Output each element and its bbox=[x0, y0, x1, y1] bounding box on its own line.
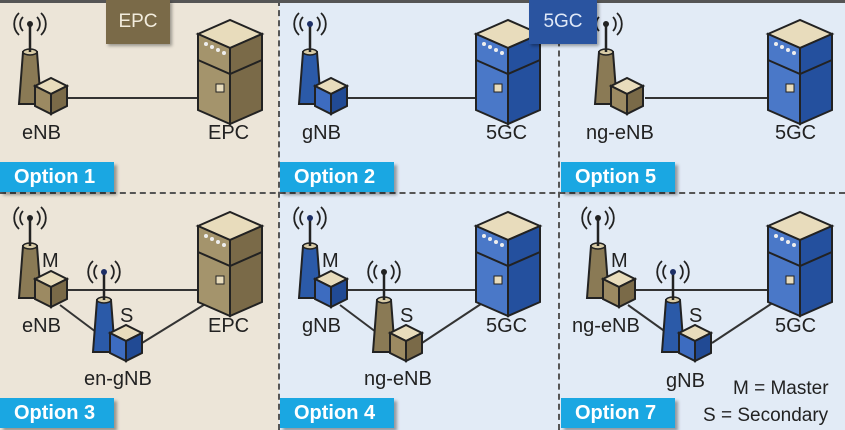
option-7-badge: Option 7 bbox=[561, 398, 675, 428]
epc-server-icon bbox=[197, 19, 263, 125]
node-label: 5GC bbox=[775, 122, 817, 144]
enb-box-icon bbox=[34, 77, 68, 115]
gnb-box-icon bbox=[314, 77, 348, 115]
epc-server-icon bbox=[197, 211, 263, 317]
divider-horizontal bbox=[0, 192, 845, 194]
node-label: 5GC bbox=[486, 315, 528, 337]
node-label: EPC bbox=[208, 315, 250, 337]
5gc-server-icon bbox=[475, 211, 541, 317]
legend-secondary: S = Secondary bbox=[703, 405, 829, 426]
node-label: ng-eNB bbox=[364, 368, 432, 390]
ng-enb-box-icon bbox=[389, 324, 423, 362]
enb-box-icon bbox=[34, 270, 68, 308]
node-label: gNB bbox=[666, 370, 705, 392]
node-label: eNB bbox=[22, 315, 61, 337]
5gc-server-icon bbox=[767, 211, 833, 317]
5gc-server-icon bbox=[767, 19, 833, 125]
links bbox=[59, 97, 781, 344]
link-opt4-s-core bbox=[421, 297, 491, 344]
node-label: ng-eNB bbox=[572, 315, 640, 337]
gnb-box-icon bbox=[678, 324, 712, 362]
top-border bbox=[0, 0, 845, 3]
master-marker: M bbox=[611, 250, 628, 272]
master-marker: M bbox=[42, 250, 59, 272]
node-label: ng-eNB bbox=[586, 122, 654, 144]
legend-master: M = Master bbox=[733, 378, 829, 399]
link-opt4-m-s bbox=[339, 304, 381, 336]
node-label: en-gNB bbox=[84, 368, 152, 390]
gnb-box-icon bbox=[314, 270, 348, 308]
divider-vertical-2 bbox=[558, 0, 560, 430]
option-4-badge: Option 4 bbox=[280, 398, 394, 428]
divider-vertical-1 bbox=[278, 0, 280, 430]
node-label: gNB bbox=[302, 315, 341, 337]
en-gnb-box-icon bbox=[109, 324, 143, 362]
node-label: 5GC bbox=[775, 315, 817, 337]
node-label: 5GC bbox=[486, 122, 528, 144]
fivegc-region bbox=[279, 0, 845, 430]
node-label: eNB bbox=[22, 122, 61, 144]
ng-enb-box-icon bbox=[602, 270, 636, 308]
option-2-badge: Option 2 bbox=[280, 162, 394, 192]
link-opt7-s-core bbox=[711, 297, 781, 344]
ng-enb-box-icon bbox=[610, 77, 644, 115]
epc-header-tag: EPC bbox=[106, 0, 170, 44]
option-3-badge: Option 3 bbox=[0, 398, 114, 428]
secondary-marker: S bbox=[120, 305, 134, 327]
node-label: EPC bbox=[208, 122, 250, 144]
secondary-marker: S bbox=[400, 305, 414, 327]
node-label: gNB bbox=[302, 122, 341, 144]
link-opt3-s-core bbox=[141, 297, 216, 344]
link-opt3-m-s bbox=[59, 304, 101, 336]
master-marker: M bbox=[322, 250, 339, 272]
option-1-badge: Option 1 bbox=[0, 162, 114, 192]
option-5-badge: Option 5 bbox=[561, 162, 675, 192]
secondary-marker: S bbox=[689, 305, 703, 327]
5gc-header-tag: 5GC bbox=[529, 0, 597, 44]
